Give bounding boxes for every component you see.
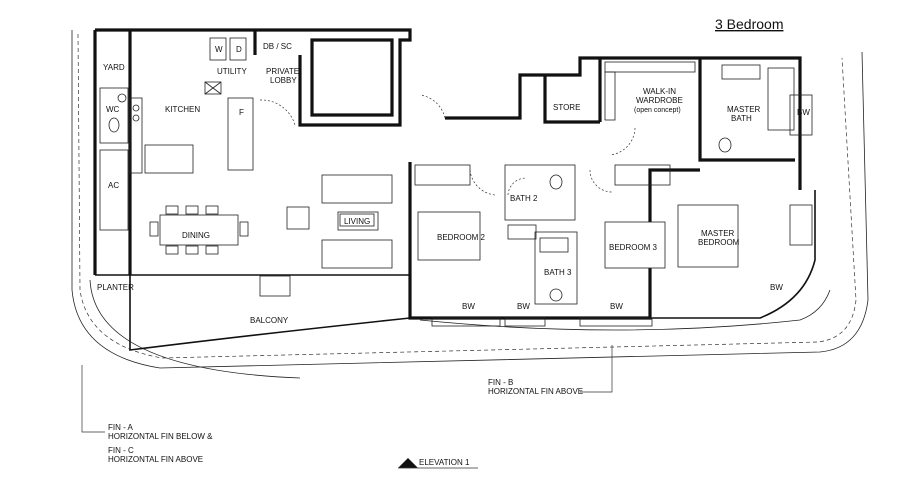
bedroom2-wardrobe	[414, 164, 471, 186]
store-wall	[543, 58, 602, 124]
wc-basin	[117, 93, 127, 103]
master-bedroom-label-1: MASTER	[701, 229, 735, 238]
master-bath-vanity	[721, 64, 761, 80]
wc-room	[99, 87, 129, 144]
dining-chairs	[149, 205, 249, 255]
hob-burner	[132, 114, 140, 122]
living-sofa-top	[321, 174, 393, 204]
fin-b-label-2: HORIZONTAL FIN ABOVE	[488, 387, 583, 396]
washer-label: W	[215, 45, 223, 54]
walkin-label-2: WARDROBE	[636, 96, 683, 105]
bath2-room	[504, 164, 576, 221]
fin-b-leader	[580, 345, 613, 393]
fin-c-label-2: HORIZONTAL FIN ABOVE	[108, 455, 203, 464]
bedroom3-label: BEDROOM 3	[609, 243, 658, 252]
wc-label: WC	[106, 105, 120, 114]
hob-burner	[132, 104, 140, 112]
fridge-label: F	[239, 108, 244, 117]
bath3-vanity	[539, 237, 569, 253]
bath2-label: BATH 2	[510, 194, 538, 203]
wc-toilet	[108, 117, 120, 133]
kitchen-island	[144, 144, 194, 174]
right-curved-wall	[650, 190, 816, 319]
utility-sink	[204, 81, 222, 95]
dining-table	[159, 214, 239, 246]
balcony-label: BALCONY	[250, 316, 289, 325]
kitchen-counter	[129, 97, 143, 174]
walkin-label-1: WALK-IN	[643, 87, 676, 96]
utility-counter	[227, 97, 254, 171]
bath2-toilet	[549, 174, 563, 190]
master-bedroom-label-2: BEDROOM	[698, 238, 740, 247]
fin-a-label-2: HORIZONTAL FIN BELOW &	[108, 432, 213, 441]
dryer-box	[229, 37, 247, 61]
elevation-marker-icon	[398, 458, 418, 468]
private-lobby-label-1: PRIVATE	[266, 67, 299, 76]
bath3-toilet	[549, 288, 563, 302]
utility-sink-cross	[204, 81, 222, 95]
walkin-shelf-top	[604, 61, 696, 73]
bw-label: BW	[610, 302, 623, 311]
corridor-wall	[445, 56, 802, 190]
master-bath-label-1: MASTER	[727, 105, 761, 114]
fin-arc-right	[419, 289, 831, 331]
fin-a-label-1: FIN - A	[108, 423, 134, 432]
planter-label: PLANTER	[97, 283, 134, 292]
bw-label: BW	[517, 302, 530, 311]
living-label-box	[339, 213, 375, 227]
walkin-label-3: (open concept)	[634, 107, 681, 114]
store-label: STORE	[553, 103, 580, 112]
fin-c-label-1: FIN - C	[108, 446, 134, 455]
db-sc-label: DB / SC	[263, 42, 292, 51]
bedroom3-wardrobe	[614, 164, 671, 186]
ac-label: AC	[108, 181, 119, 190]
bw-label: BW	[770, 283, 783, 292]
dryer-label: D	[236, 45, 242, 54]
elevation-label: ELEVATION 1	[419, 458, 470, 467]
master-bath-toilet	[718, 137, 732, 153]
fin-outline	[71, 30, 869, 369]
utility-label: UTILITY	[217, 67, 247, 76]
fin-inner-curve	[89, 279, 301, 379]
living-armchair	[286, 206, 310, 230]
bath3-room	[534, 231, 578, 305]
dining-label: DINING	[182, 231, 210, 240]
kitchen-label: KITCHEN	[165, 105, 200, 114]
master-bath-label-2: BATH	[731, 114, 752, 123]
door-swings	[259, 94, 636, 196]
lift-core	[310, 38, 394, 117]
ac-ledge	[99, 149, 129, 231]
plan-title: 3 Bedroom	[715, 16, 783, 32]
yard-label: YARD	[103, 63, 125, 72]
walkin-shelf-left	[604, 71, 616, 121]
bath2-vanity	[507, 224, 537, 240]
fin-a-leader	[81, 365, 105, 433]
living-sofa-bottom	[321, 239, 393, 269]
exterior-wall-lobby	[253, 28, 412, 127]
balcony-edge	[95, 274, 411, 351]
master-bath-wall	[698, 58, 795, 162]
bedroom3-bed	[604, 221, 666, 269]
bedroom2-label: BEDROOM 2	[437, 233, 486, 242]
washer-box	[209, 37, 227, 61]
master-bed	[677, 204, 739, 268]
bw-label: BW	[797, 108, 810, 117]
fin-b-label-1: FIN - B	[488, 378, 513, 387]
bw-label: BW	[462, 302, 475, 311]
balcony-planter-box	[259, 275, 291, 297]
living-label: LIVING	[344, 217, 370, 226]
master-bath-tub	[767, 67, 795, 131]
bay-window-ledges	[431, 94, 813, 327]
private-lobby-label-2: LOBBY	[270, 76, 297, 85]
bath3-label: BATH 3	[544, 268, 572, 277]
bedroom2-bed	[417, 211, 481, 261]
